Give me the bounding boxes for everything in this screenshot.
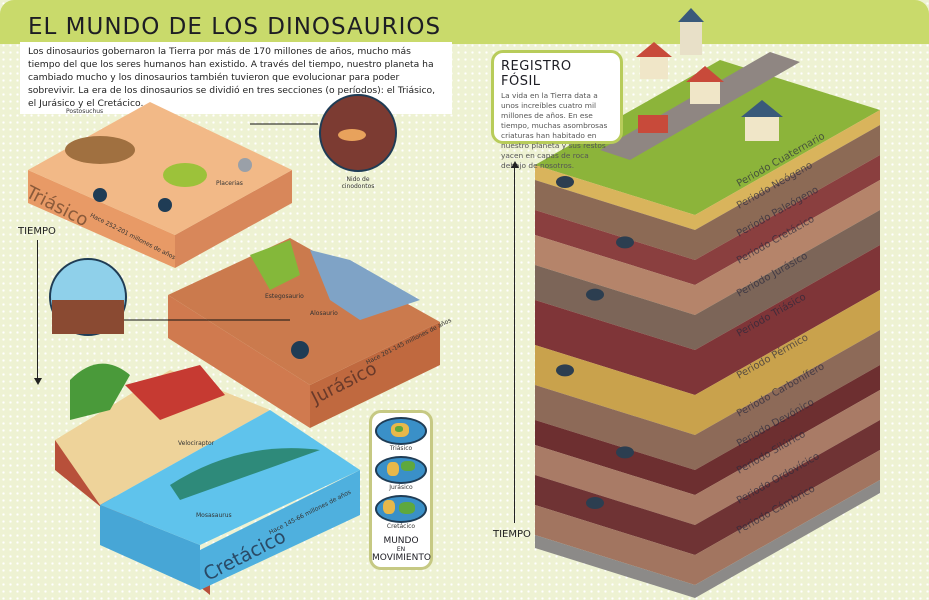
creature-label: Estegosaurio	[265, 293, 304, 300]
placerias-icon	[163, 163, 207, 187]
plant-icon	[158, 198, 172, 212]
fossil-record-text: La vida en la Tierra data a unos increíb…	[501, 91, 608, 170]
mosasaurus-icon	[170, 448, 320, 500]
rock-layer	[535, 155, 880, 285]
trees-icon	[70, 363, 130, 420]
rock-layer	[535, 420, 880, 555]
rock-layer	[535, 290, 880, 435]
fossil-icon	[586, 288, 604, 301]
creature-label: Placerias	[216, 180, 243, 187]
triassic-block	[28, 102, 292, 268]
globe-icon	[375, 495, 427, 523]
rock-layer	[535, 180, 880, 315]
houses	[636, 8, 783, 141]
globe-label: Triásico	[389, 445, 413, 452]
fossil-icon	[616, 446, 634, 459]
nest-label: Nido de cinodontos	[341, 176, 375, 190]
rock-layer	[535, 365, 880, 495]
creature-label: Velociraptor	[178, 440, 215, 447]
stegosaurus-icon	[250, 240, 300, 290]
velociraptor-icon	[125, 365, 225, 420]
fossil-icon	[556, 176, 574, 188]
fossil-record-title: REGISTRO FÓSIL	[501, 59, 572, 89]
header-band	[0, 0, 929, 44]
car-icon	[638, 115, 668, 133]
globe-icon	[375, 456, 427, 484]
time-arrow-right	[514, 168, 515, 523]
time-label-right: TIEMPO	[493, 529, 531, 540]
fossil-icon	[616, 236, 634, 249]
creature-label: Alosaurio	[310, 310, 338, 317]
globe-label: Cretácico	[386, 523, 416, 530]
time-arrow-left	[37, 240, 38, 380]
arrow-up-icon	[511, 161, 519, 168]
globe-label: Jurásico	[389, 484, 413, 491]
rock-layer	[535, 210, 880, 350]
fossil-record-box: REGISTRO FÓSIL La vida en la Tierra data…	[491, 50, 623, 170]
plant-icon	[93, 188, 107, 202]
page-title: EL MUNDO DE LOS DINOSAURIOS	[28, 14, 442, 40]
rock-layer	[535, 330, 880, 470]
rock-layer	[535, 110, 880, 230]
rock-layer	[535, 450, 880, 585]
rock-layer	[535, 125, 880, 260]
moving-world-panel: Triásico Jurásico Cretácico MUNDO EN MOV…	[369, 410, 433, 570]
moving-world-title: MUNDO EN MOVIMIENTO	[372, 536, 431, 563]
rock-icon	[238, 158, 252, 172]
rock-layer	[535, 390, 880, 525]
postosuchus-icon	[65, 136, 135, 164]
allosaurus-icon	[310, 250, 420, 320]
bedrock	[535, 480, 880, 598]
rock-layer	[535, 245, 880, 395]
arrow-down-icon	[34, 378, 42, 385]
time-label-left: TIEMPO	[18, 226, 56, 237]
cretaceous-block	[55, 363, 360, 595]
surface-top	[535, 60, 880, 215]
creature-label: Postosuchus	[66, 108, 104, 115]
fossil-icon	[556, 364, 574, 377]
fossil-icon	[586, 497, 604, 509]
jurassic-block	[168, 238, 440, 428]
creature-label: Mosasaurus	[196, 512, 232, 519]
globe-icon	[375, 417, 427, 445]
